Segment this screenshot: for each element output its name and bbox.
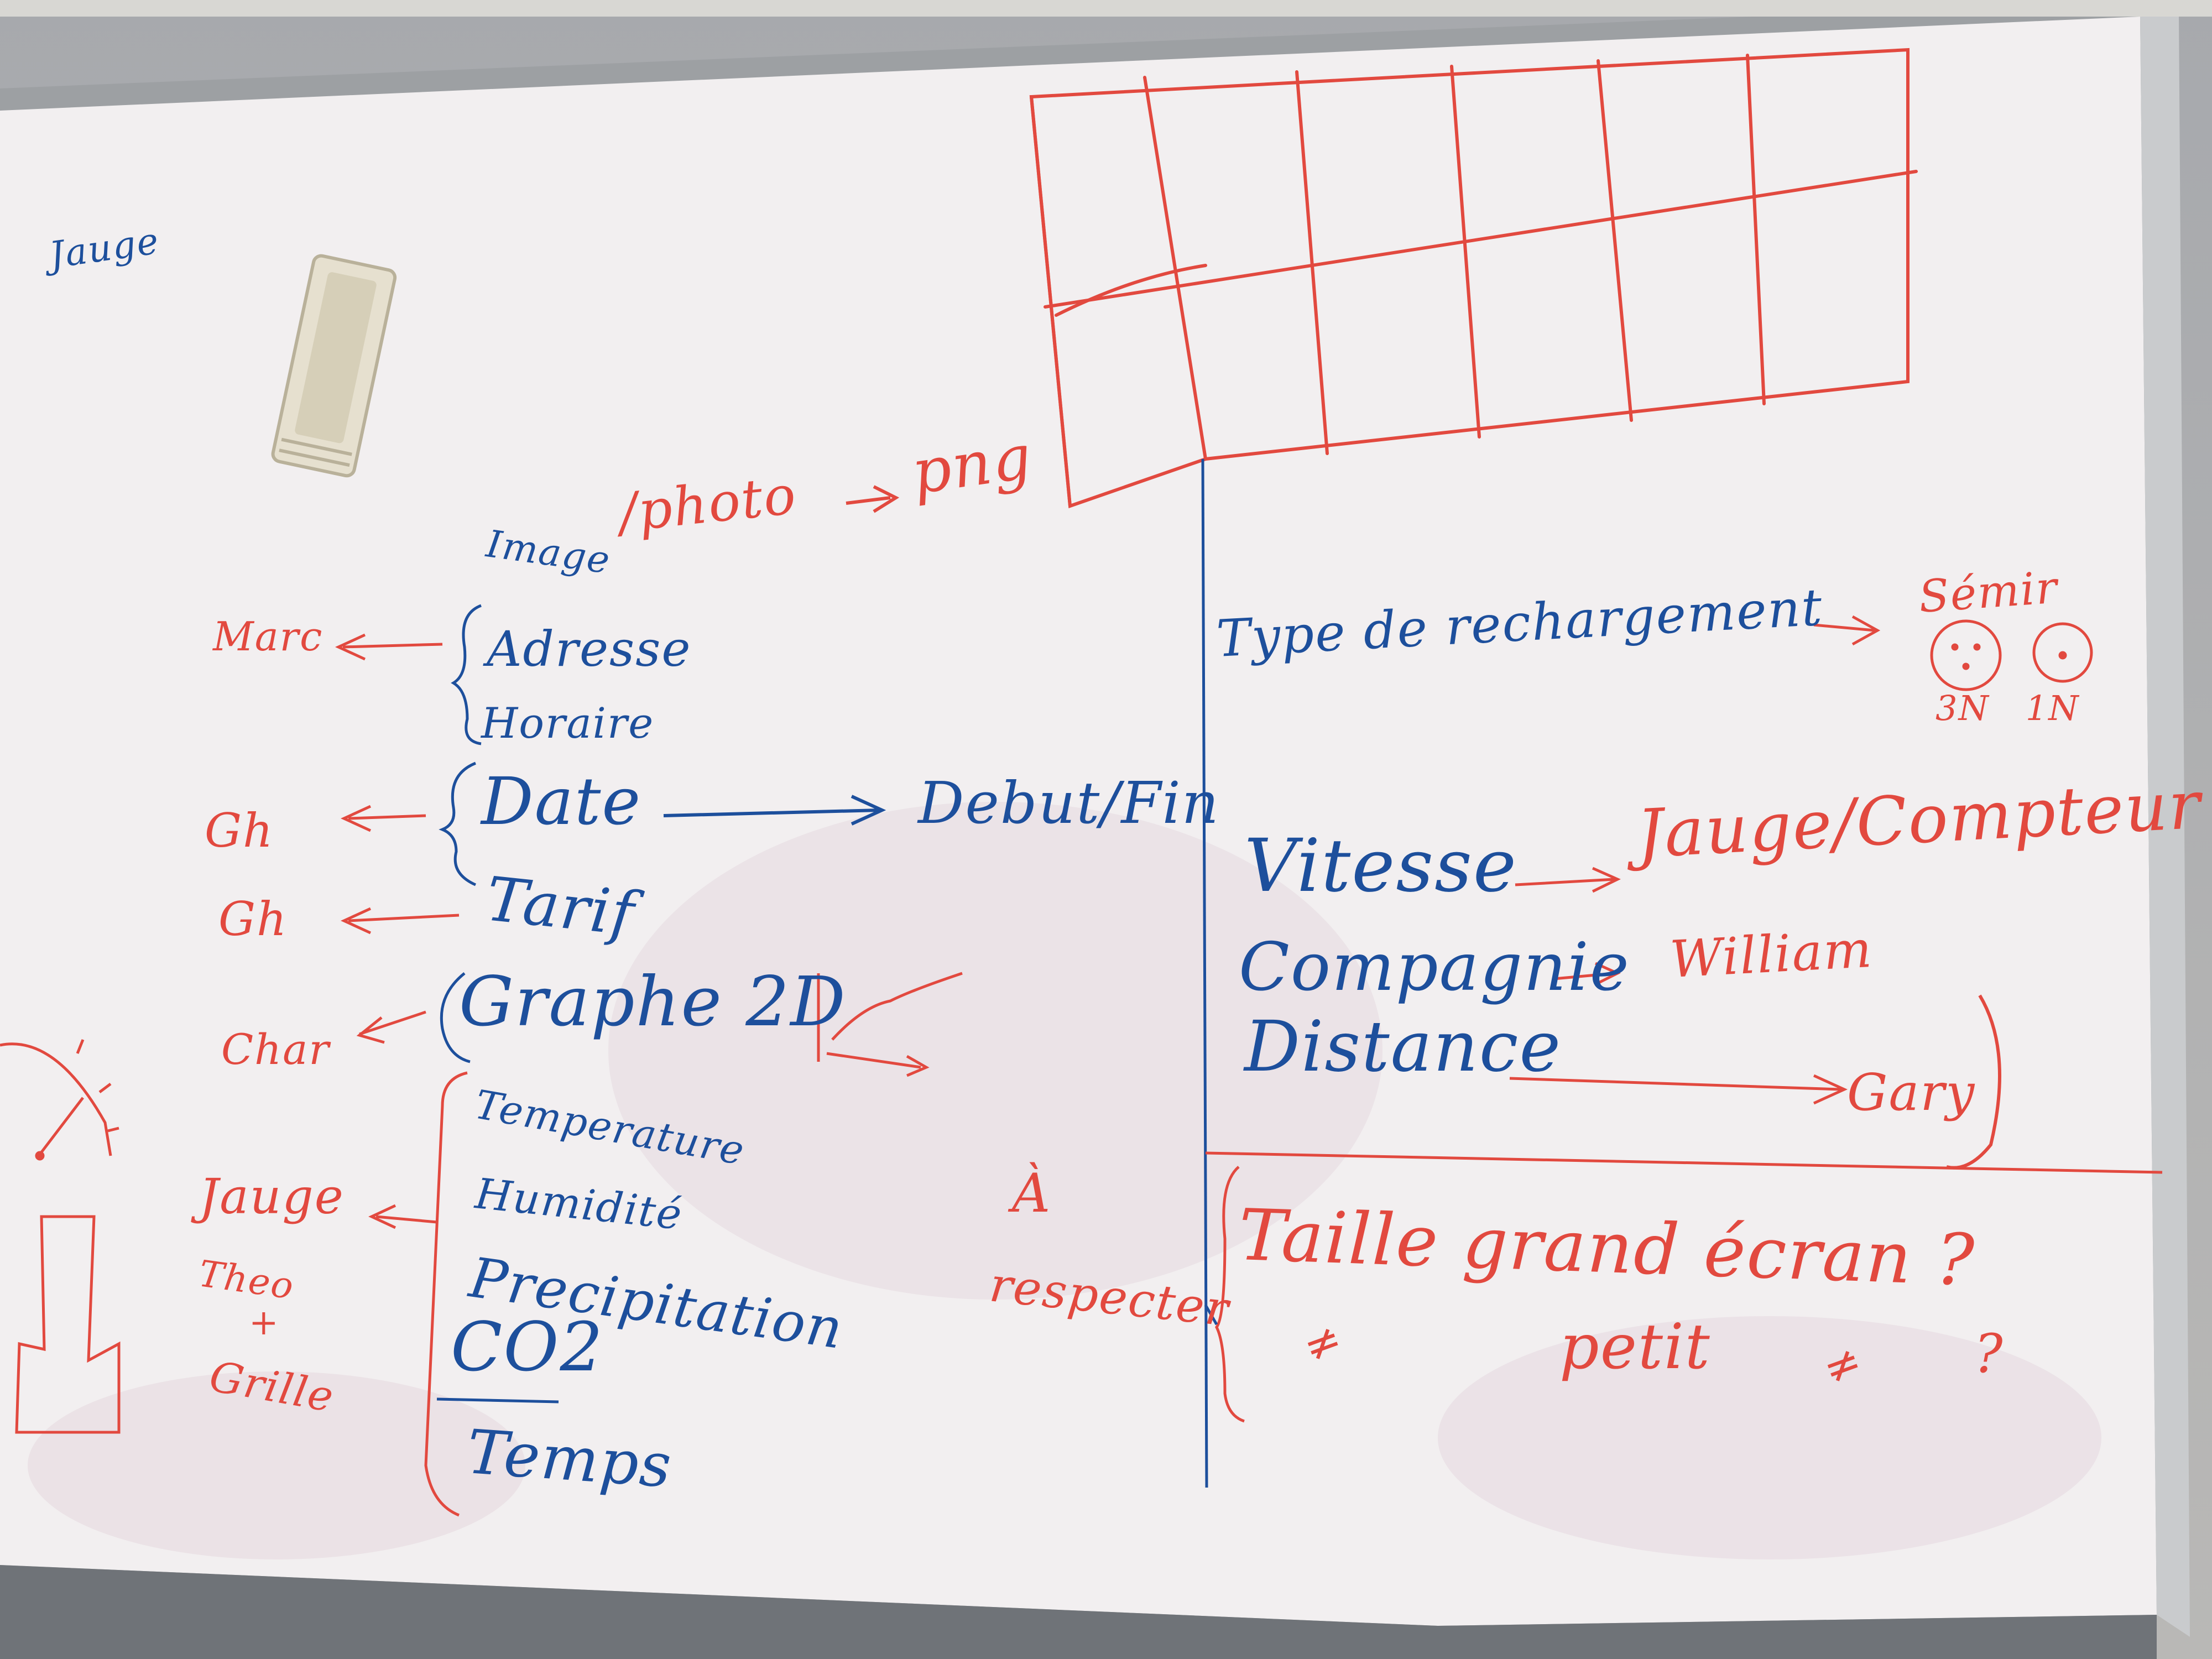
assignee-gh-2: Gh: [218, 892, 288, 946]
field-graphe: Graphe 2D: [459, 962, 847, 1042]
arrow-vitesse-jauge: [1515, 867, 1621, 893]
william: William: [1668, 919, 1875, 989]
smudge: [28, 1371, 525, 1559]
arrow-jauge: [368, 1204, 437, 1229]
wall-corner-light: [0, 0, 2212, 17]
arrow-gh-2: [340, 907, 460, 935]
brace-graphe: [440, 972, 471, 1063]
graph-sketch: [817, 972, 963, 1077]
bracket-temps: [424, 1071, 468, 1517]
field-temps: Temps: [465, 1416, 675, 1501]
assignee-plus: +: [249, 1302, 280, 1343]
semir-extra: 3N 1N: [1936, 688, 2080, 728]
field-co2: CO2: [451, 1308, 604, 1386]
arrow-type-semir: [1813, 615, 1881, 646]
face-doodles: [1930, 619, 2093, 691]
brace-date: [439, 761, 477, 886]
assignee-jauge: Jauge: [199, 1168, 345, 1225]
gary: Gary: [1847, 1063, 1976, 1122]
assignee-char: Char: [221, 1025, 330, 1074]
eraser: [271, 254, 397, 478]
red-divider: [1205, 1151, 2163, 1174]
brace-a-respecter: [1204, 1304, 1218, 1326]
blue-divider: [1201, 458, 1208, 1488]
assignee-marc: Marc: [213, 613, 324, 660]
field-horaire: Horaire: [481, 698, 655, 748]
question-line2: petit: [1559, 1311, 1711, 1383]
png-note: png: [907, 421, 1037, 508]
assignee-gh-1: Gh: [205, 804, 274, 858]
arrow-marc: [335, 633, 443, 661]
vitesse: Vitesse: [1244, 823, 1517, 909]
blue-separator: [436, 1397, 559, 1404]
gauge-drawing: [0, 1039, 119, 1161]
arrow-distance-gary: [1509, 1074, 1848, 1105]
field-adresse: Adresse: [487, 620, 692, 677]
arrow-date-debutfin: [663, 795, 886, 826]
red-grid-sketch: [1029, 48, 1918, 509]
arrow-char: [356, 1010, 426, 1044]
semir: Sémir: [1917, 561, 2060, 623]
brace-adresse: [451, 604, 482, 745]
red-brace-right: [1946, 994, 2001, 1170]
thermometer-drawing: [15, 1215, 121, 1434]
arrow-gh-1: [340, 805, 426, 832]
compagnie: Compagnie: [1239, 929, 1630, 1006]
board-bottom-tray: [0, 1565, 2157, 1659]
arrow-photo-png: [846, 485, 900, 513]
smudge: [608, 802, 1383, 1300]
question-mark-3: ?: [1974, 1323, 2004, 1385]
field-tarif: Tarif: [483, 863, 639, 950]
debut-fin: Debut/Fin: [918, 769, 1220, 837]
distance: Distance: [1244, 1006, 1562, 1087]
bracket-question: [1215, 1166, 1245, 1423]
board-right-edge: [2140, 11, 2190, 1637]
field-date: Date: [481, 763, 642, 839]
smudge: [1438, 1316, 2101, 1559]
note-a: À: [1012, 1162, 1052, 1224]
arrow-compagnie-william: [1553, 962, 1621, 986]
